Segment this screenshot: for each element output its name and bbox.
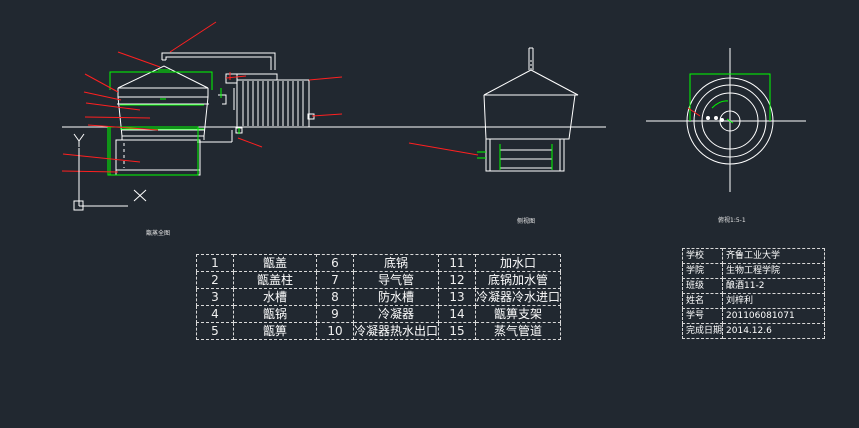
part-name: 加水口 bbox=[475, 254, 562, 272]
part-name: 甑盖 bbox=[233, 254, 317, 272]
part-name: 甑盖柱 bbox=[233, 271, 317, 289]
part-name: 甑锅 bbox=[233, 305, 317, 323]
info-key: 学校 bbox=[681, 248, 724, 264]
part-number: 12 bbox=[438, 271, 477, 289]
part-number: 11 bbox=[438, 254, 477, 272]
part-name: 甑箅 bbox=[233, 322, 317, 340]
part-name: 蒸气管道 bbox=[475, 322, 562, 340]
part-number: 15 bbox=[438, 322, 477, 340]
table-row: 3 水槽 8 防水槽 13 冷凝器冷水进口 bbox=[196, 288, 562, 306]
main-view-leaders bbox=[61, 21, 343, 173]
table-row: 4 甑锅 9 冷凝器 14 甑箅支架 bbox=[196, 305, 562, 323]
table-row: 学院 生物工程学院 bbox=[681, 263, 826, 279]
top-view-dimensions bbox=[689, 73, 771, 124]
info-key: 姓名 bbox=[681, 293, 724, 309]
part-number: 1 bbox=[196, 254, 234, 272]
part-name: 甑箅支架 bbox=[475, 305, 562, 323]
table-row: 班级 酿酒11-2 bbox=[681, 278, 826, 294]
info-key: 完成日期 bbox=[681, 323, 724, 339]
info-key: 学院 bbox=[681, 263, 724, 279]
part-name: 水槽 bbox=[233, 288, 317, 306]
table-row: 5 甑箅 10 冷凝器热水出口 15 蒸气管道 bbox=[196, 322, 562, 340]
table-row: 2 甑盖柱 7 导气管 12 底锅加水管 bbox=[196, 271, 562, 289]
part-number: 10 bbox=[316, 322, 354, 340]
part-number: 14 bbox=[438, 305, 477, 323]
info-value: 2014.12.6 bbox=[722, 323, 826, 339]
table-row: 姓名 刘梓利 bbox=[681, 293, 826, 309]
side-view-dimensions bbox=[477, 144, 553, 170]
info-value: 生物工程学院 bbox=[722, 263, 826, 279]
info-value: 刘梓利 bbox=[722, 293, 826, 309]
side-view-leaders bbox=[408, 142, 479, 156]
table-row: 1 甑盖 6 底锅 11 加水口 bbox=[196, 254, 562, 272]
part-number: 7 bbox=[316, 271, 354, 289]
side-view-caption: 侧视图 bbox=[517, 218, 536, 225]
info-key: 班级 bbox=[681, 278, 724, 294]
part-name: 冷凝器冷水进口 bbox=[475, 288, 562, 306]
part-number: 13 bbox=[438, 288, 477, 306]
part-number: 4 bbox=[196, 305, 234, 323]
part-number: 6 bbox=[316, 254, 354, 272]
table-row: 学号 201106081071 bbox=[681, 308, 826, 324]
table-row: 学校 齐鲁工业大学 bbox=[681, 248, 826, 264]
part-name: 底锅加水管 bbox=[475, 271, 562, 289]
part-name: 底锅 bbox=[352, 254, 440, 272]
top-view bbox=[646, 48, 806, 192]
table-row: 完成日期 2014.12.6 bbox=[681, 323, 826, 339]
info-key: 学号 bbox=[681, 308, 724, 324]
part-number: 8 bbox=[316, 288, 354, 306]
part-number: 2 bbox=[196, 271, 234, 289]
main-view bbox=[62, 52, 452, 176]
part-name: 冷凝器热水出口 bbox=[352, 322, 440, 340]
side-view bbox=[404, 47, 606, 172]
part-number: 9 bbox=[316, 305, 354, 323]
info-value: 201106081071 bbox=[722, 308, 826, 324]
part-number: 5 bbox=[196, 322, 234, 340]
part-name: 防水槽 bbox=[352, 288, 440, 306]
parts-list-table: 1 甑盖 6 底锅 11 加水口 2 甑盖柱 7 导气管 12 底锅加水管 3 … bbox=[196, 254, 562, 340]
part-number: 3 bbox=[196, 288, 234, 306]
info-value: 齐鲁工业大学 bbox=[722, 248, 826, 264]
title-block-table: 学校 齐鲁工业大学 学院 生物工程学院 班级 酿酒11-2 姓名 刘梓利 学号 … bbox=[681, 248, 826, 339]
ucs-icon bbox=[73, 133, 147, 211]
top-view-caption: 俯视1:5-1 bbox=[718, 217, 746, 224]
part-name: 冷凝器 bbox=[352, 305, 440, 323]
main-view-dimensions bbox=[107, 69, 240, 176]
info-value: 酿酒11-2 bbox=[722, 278, 826, 294]
part-name: 导气管 bbox=[352, 271, 440, 289]
main-view-caption: 甑蒸全图 bbox=[146, 230, 171, 237]
top-view-leaders bbox=[687, 107, 701, 117]
